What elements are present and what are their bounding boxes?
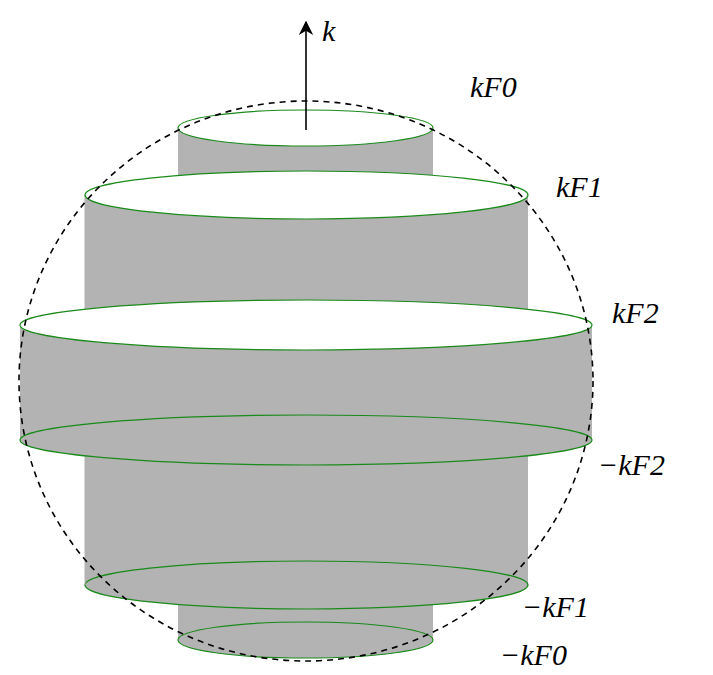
fermi-momentum-label: −kF0 xyxy=(500,640,567,670)
fermi-momentum-label: −kF1 xyxy=(522,592,589,622)
fermi-momentum-label: −kF2 xyxy=(598,450,665,480)
fermi-momentum-label: kF1 xyxy=(556,172,603,202)
cylinder-2 xyxy=(20,300,592,465)
k-axis-arrow xyxy=(305,22,307,130)
fermi-momentum-label: kF0 xyxy=(470,72,517,102)
axis-label: k xyxy=(322,16,335,46)
fermi-sphere xyxy=(19,101,593,661)
fermi-momentum-label: kF2 xyxy=(612,298,659,328)
